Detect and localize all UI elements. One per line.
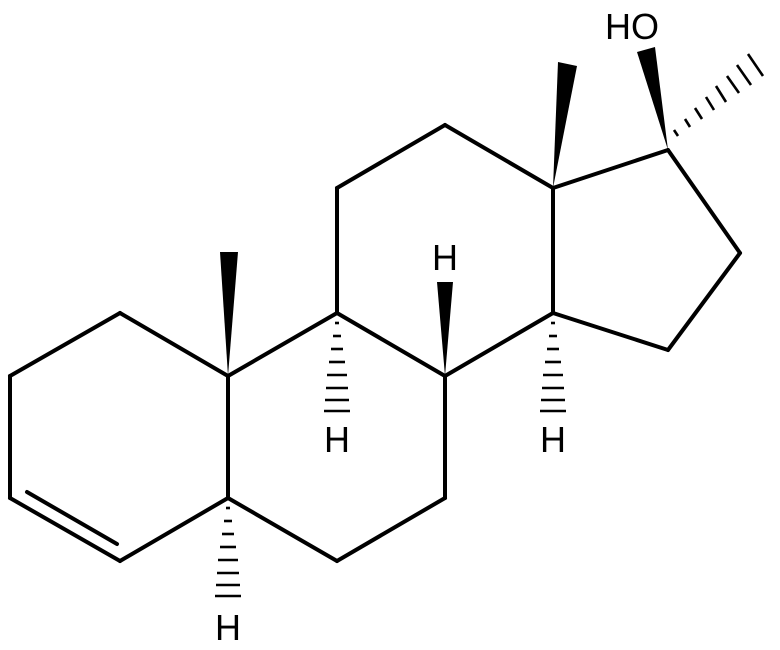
methyl-c17-hashed-bond — [672, 53, 765, 137]
methyl-c13-wedge — [553, 62, 577, 188]
bond-c8-c9 — [335, 311, 447, 378]
h-c8-label: H — [432, 237, 458, 278]
bond-c12-c13 — [443, 123, 555, 190]
bond-c6-c7 — [335, 496, 447, 563]
ring-b — [226, 311, 447, 563]
bond-c10-c1 — [118, 311, 230, 378]
h-c9-label: H — [324, 419, 350, 460]
hydroxyl-label: HO — [605, 6, 659, 47]
bond-c11-c12 — [335, 123, 447, 190]
bond-c15-c14 — [551, 311, 670, 352]
bond-c1-c2 — [8, 311, 122, 378]
bond-c3-c4-double — [25, 490, 119, 546]
bond-c16-c15 — [666, 251, 742, 352]
h-c5-hashed-bond — [215, 506, 241, 598]
bond-c5-c6 — [226, 496, 339, 563]
bond-c3-c4 — [8, 496, 122, 563]
hydroxyl-wedge — [637, 47, 668, 150]
ring-c — [335, 123, 555, 378]
bond-c4-c5 — [118, 496, 230, 563]
bond-c13-c17 — [551, 148, 670, 190]
ring-d — [551, 148, 742, 352]
bond-c9-c10 — [226, 311, 339, 378]
ring-a — [8, 311, 230, 563]
h-c5-label: H — [215, 607, 241, 648]
bond-c14-c8 — [443, 311, 555, 378]
bond-c17-c16 — [666, 148, 742, 255]
h-c9-hashed-bond — [324, 321, 350, 413]
methyl-c10-wedge — [220, 252, 238, 376]
h-c14-label: H — [540, 419, 566, 460]
h-c8-wedge — [437, 282, 453, 376]
h-c14-hashed-bond — [540, 321, 566, 413]
